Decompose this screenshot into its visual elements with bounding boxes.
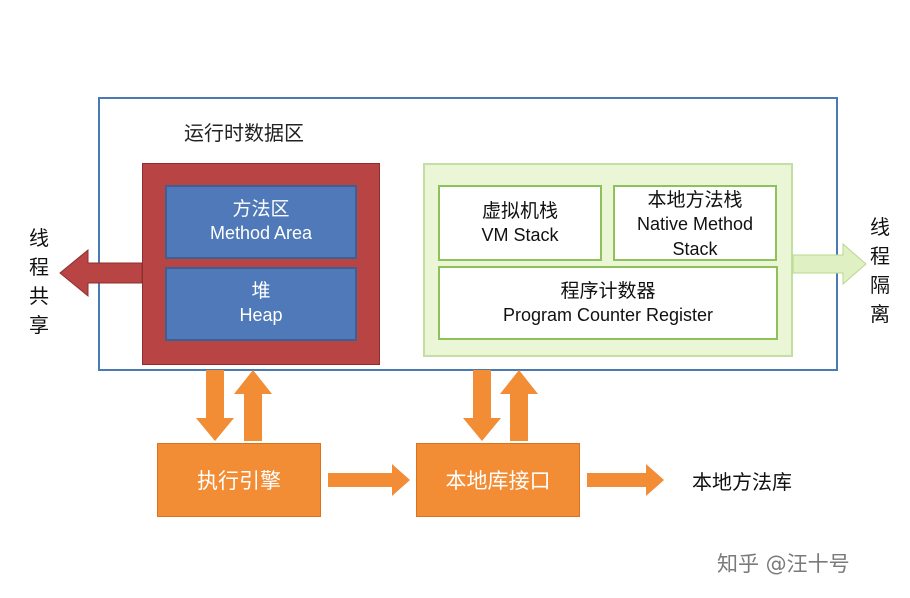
shared-up-arrow xyxy=(234,370,272,441)
isolated-right-arrow xyxy=(792,242,867,286)
heap-en: Heap xyxy=(239,305,283,325)
isolated-down-arrow xyxy=(463,370,501,441)
heap-box: 堆 Heap xyxy=(165,267,357,341)
thread-isolated-label: 线程隔离 xyxy=(870,215,890,326)
program-counter-zh: 程序计数器 xyxy=(560,280,656,302)
native-interface-box: 本地库接口 xyxy=(416,443,580,517)
heap-zh: 堆 xyxy=(251,280,271,302)
isolated-up-arrow xyxy=(500,370,538,441)
watermark: 知乎 @汪十号 xyxy=(717,552,850,576)
method-area-en: Method Area xyxy=(209,223,313,243)
method-area-zh: 方法区 xyxy=(232,198,290,220)
shared-left-arrow xyxy=(59,248,143,298)
engine-to-interface-arrow xyxy=(328,464,410,496)
execution-engine-box: 执行引擎 xyxy=(157,443,321,517)
native-library-label: 本地方法库 xyxy=(692,470,792,494)
program-counter-en: Program Counter Register xyxy=(502,305,714,325)
runtime-data-area-title: 运行时数据区 xyxy=(184,121,304,145)
native-method-stack-zh: 本地方法栈 xyxy=(647,189,743,211)
vm-stack-en: VM Stack xyxy=(481,225,559,245)
thread-shared-label: 线程共享 xyxy=(29,226,49,337)
shared-down-arrow xyxy=(196,370,234,441)
native-method-stack-box: 本地方法栈 Native Method Stack xyxy=(613,185,777,261)
native-method-stack-en: Native Method Stack xyxy=(636,214,754,259)
program-counter-box: 程序计数器 Program Counter Register xyxy=(438,266,778,340)
vm-stack-zh: 虚拟机栈 xyxy=(481,200,558,222)
method-area-box: 方法区 Method Area xyxy=(165,185,357,259)
interface-to-library-arrow xyxy=(587,464,664,496)
vm-stack-box: 虚拟机栈 VM Stack xyxy=(438,185,602,261)
